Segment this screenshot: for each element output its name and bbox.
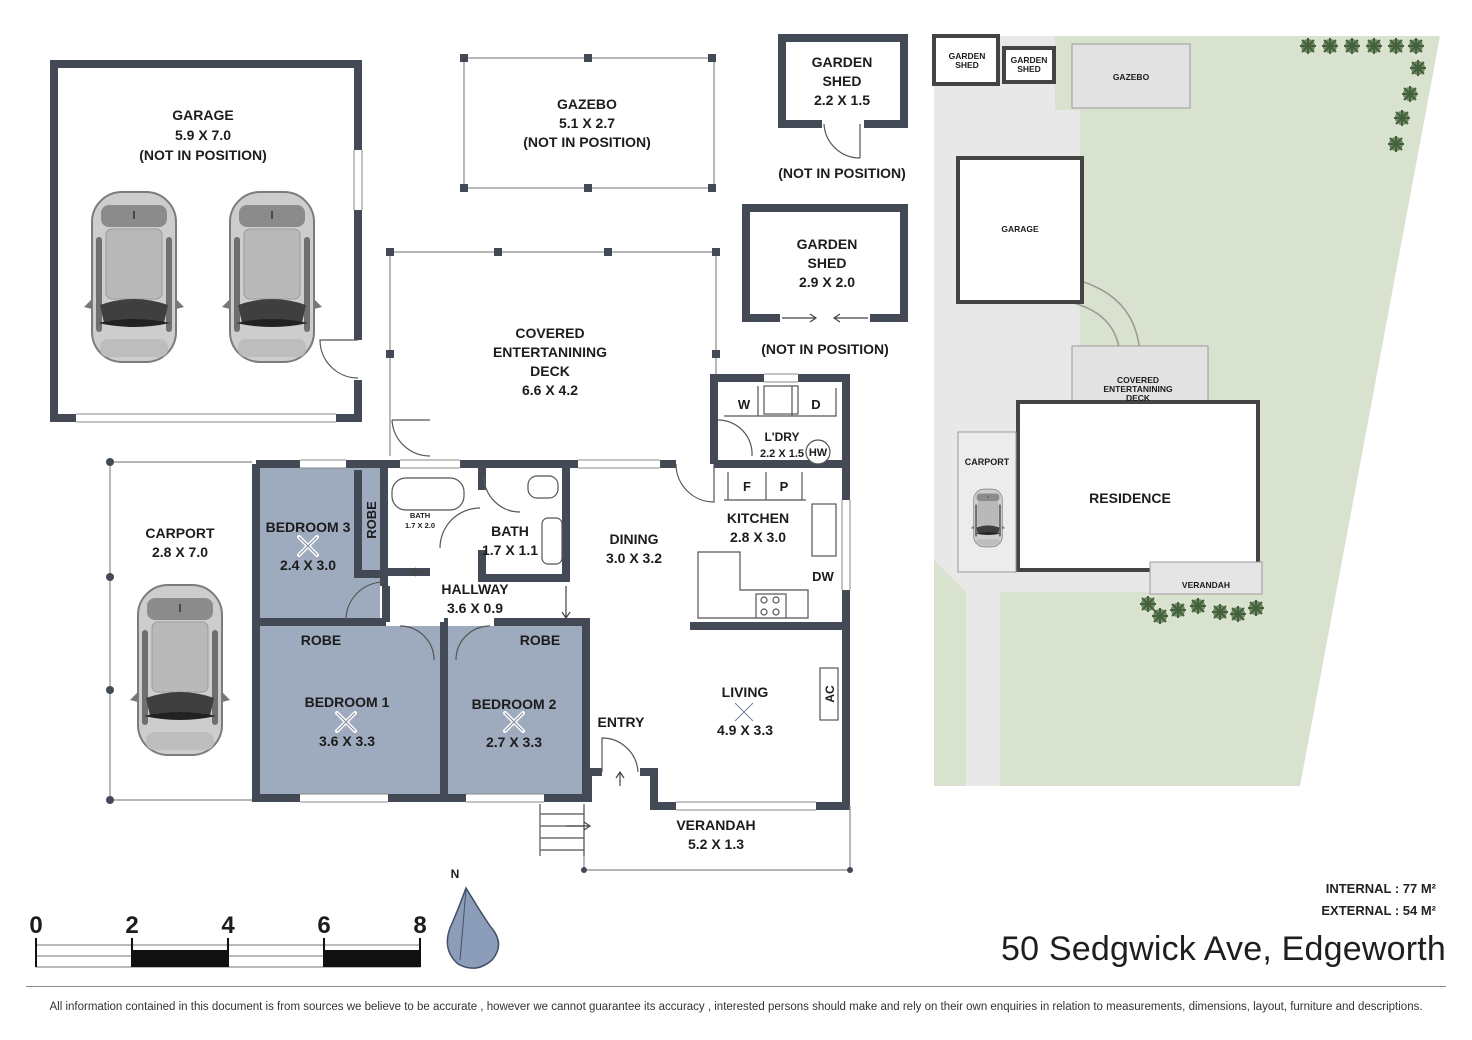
kitchen-name: KITCHEN [727, 510, 789, 526]
garage [50, 60, 363, 423]
bedroom2-floor [446, 626, 582, 794]
bedroom3-name: BEDROOM 3 [266, 519, 351, 535]
shed2-name: GARDEN [797, 236, 858, 252]
openings [300, 373, 851, 811]
scale-tick-6: 6 [317, 912, 330, 939]
gazebo-note: (NOT IN POSITION) [523, 134, 651, 150]
site-deck-label-3: DECK [1126, 393, 1151, 403]
scale-tick-8: 8 [413, 912, 426, 939]
kitchen-dw: DW [812, 569, 834, 584]
bedroom3-dims: 2.4 X 3.0 [280, 557, 336, 573]
site-garage-label: GARAGE [1001, 224, 1039, 234]
gazebo-dims: 5.1 X 2.7 [559, 115, 615, 131]
verandah [539, 804, 853, 873]
bedroom2-name: BEDROOM 2 [472, 696, 557, 712]
scale-tick-0: 0 [29, 912, 42, 939]
bedroom1-dims: 3.6 X 3.3 [319, 733, 375, 749]
kitchen-dims: 2.8 X 3.0 [730, 529, 786, 545]
kitchen-fridge: F [743, 479, 751, 494]
site-deck-label-2: ENTERTANINING [1103, 384, 1173, 394]
carport [106, 458, 252, 804]
property-address: 50 Sedgwick Ave, Edgeworth [1001, 930, 1446, 968]
area-summary: INTERNAL : 77 M² EXTERNAL : 54 M² [1321, 878, 1436, 922]
verandah-name: VERANDAH [676, 817, 755, 833]
site-verandah-label: VERANDAH [1182, 580, 1230, 590]
site-shed1-label: GARDEN [949, 51, 986, 61]
laundry-hw: HW [809, 447, 828, 459]
site-gazebo-label: GAZEBO [1113, 72, 1150, 82]
internal-area: INTERNAL : 77 M² [1325, 881, 1436, 896]
bathtub-dims: 1.7 X 2.0 [405, 521, 435, 530]
bath-name: BATH [491, 523, 529, 539]
deck-name-3: DECK [530, 363, 570, 379]
hallway-name: HALLWAY [441, 581, 509, 597]
robe3-label: ROBE [364, 501, 379, 539]
hallway-dims: 3.6 X 0.9 [447, 600, 503, 616]
shed1-dims: 2.2 X 1.5 [814, 92, 870, 108]
deck-dims: 6.6 X 4.2 [522, 382, 578, 398]
footer-divider [26, 986, 1446, 987]
laundry-d: D [811, 397, 820, 412]
dining-name: DINING [610, 531, 659, 547]
robe1-label: ROBE [301, 632, 341, 648]
robe2-label: ROBE [520, 632, 560, 648]
verandah-dims: 5.2 X 1.3 [688, 836, 744, 852]
bathtub-name: BATH [410, 511, 430, 520]
site-shed2-label-2: SHED [1017, 64, 1041, 74]
laundry-dims: 2.2 X 1.5 [760, 448, 804, 460]
compass-north-label: N [451, 867, 460, 881]
shed1-name-2: SHED [823, 73, 862, 89]
deck-name-2: ENTERTANINING [493, 344, 607, 360]
site-deck-label: COVERED [1117, 375, 1159, 385]
shed2-name-2: SHED [808, 255, 847, 271]
bedroom2-dims: 2.7 X 3.3 [486, 734, 542, 750]
gazebo [460, 54, 716, 192]
shed1-note: (NOT IN POSITION) [778, 165, 906, 181]
scale-tick-2: 2 [125, 912, 138, 939]
laundry-name: L'DRY [764, 430, 799, 444]
north-compass-icon: N [446, 867, 500, 969]
site-shed2-label: GARDEN [1011, 55, 1048, 65]
kitchen-pantry: P [780, 479, 789, 494]
laundry-w: W [738, 397, 751, 412]
bedroom1-floor [260, 626, 442, 794]
living-dims: 4.9 X 3.3 [717, 722, 773, 738]
deck-name: COVERED [515, 325, 584, 341]
living-ac: AC [823, 685, 837, 703]
disclaimer-text: All information contained in this docume… [49, 1001, 1423, 1013]
garden-shed-1 [778, 34, 908, 159]
covered-deck [386, 248, 720, 457]
dining-dims: 3.0 X 3.2 [606, 550, 662, 566]
site-shed1-label-2: SHED [955, 60, 979, 70]
external-area: EXTERNAL : 54 M² [1321, 903, 1436, 918]
fixtures [391, 385, 839, 721]
bath-dims: 1.7 X 1.1 [482, 542, 538, 558]
site-carport-label: CARPORT [965, 457, 1010, 467]
scale-tick-4: 4 [221, 912, 235, 939]
shed1-name: GARDEN [812, 54, 873, 70]
garden-shed-2 [742, 204, 908, 323]
site-residence-label: RESIDENCE [1089, 490, 1171, 506]
garage-note: (NOT IN POSITION) [139, 147, 267, 163]
shed2-dims: 2.9 X 2.0 [799, 274, 855, 290]
garage-name: GARAGE [172, 107, 233, 123]
entry-name: ENTRY [598, 714, 646, 730]
carport-dims: 2.8 X 7.0 [152, 544, 208, 560]
gazebo-name: GAZEBO [557, 96, 617, 112]
garage-dims: 5.9 X 7.0 [175, 127, 231, 143]
site-plan: GARDEN SHED GARDEN SHED GAZEBO GARAGE CO… [932, 34, 1440, 786]
scale-bar: 0 2 4 6 8 [29, 912, 427, 968]
shed2-note: (NOT IN POSITION) [761, 341, 889, 357]
bedroom1-name: BEDROOM 1 [305, 694, 390, 710]
room-labels: GARAGE 5.9 X 7.0 (NOT IN POSITION) GAZEB… [139, 54, 906, 852]
carport-name: CARPORT [145, 525, 215, 541]
living-name: LIVING [722, 684, 769, 700]
